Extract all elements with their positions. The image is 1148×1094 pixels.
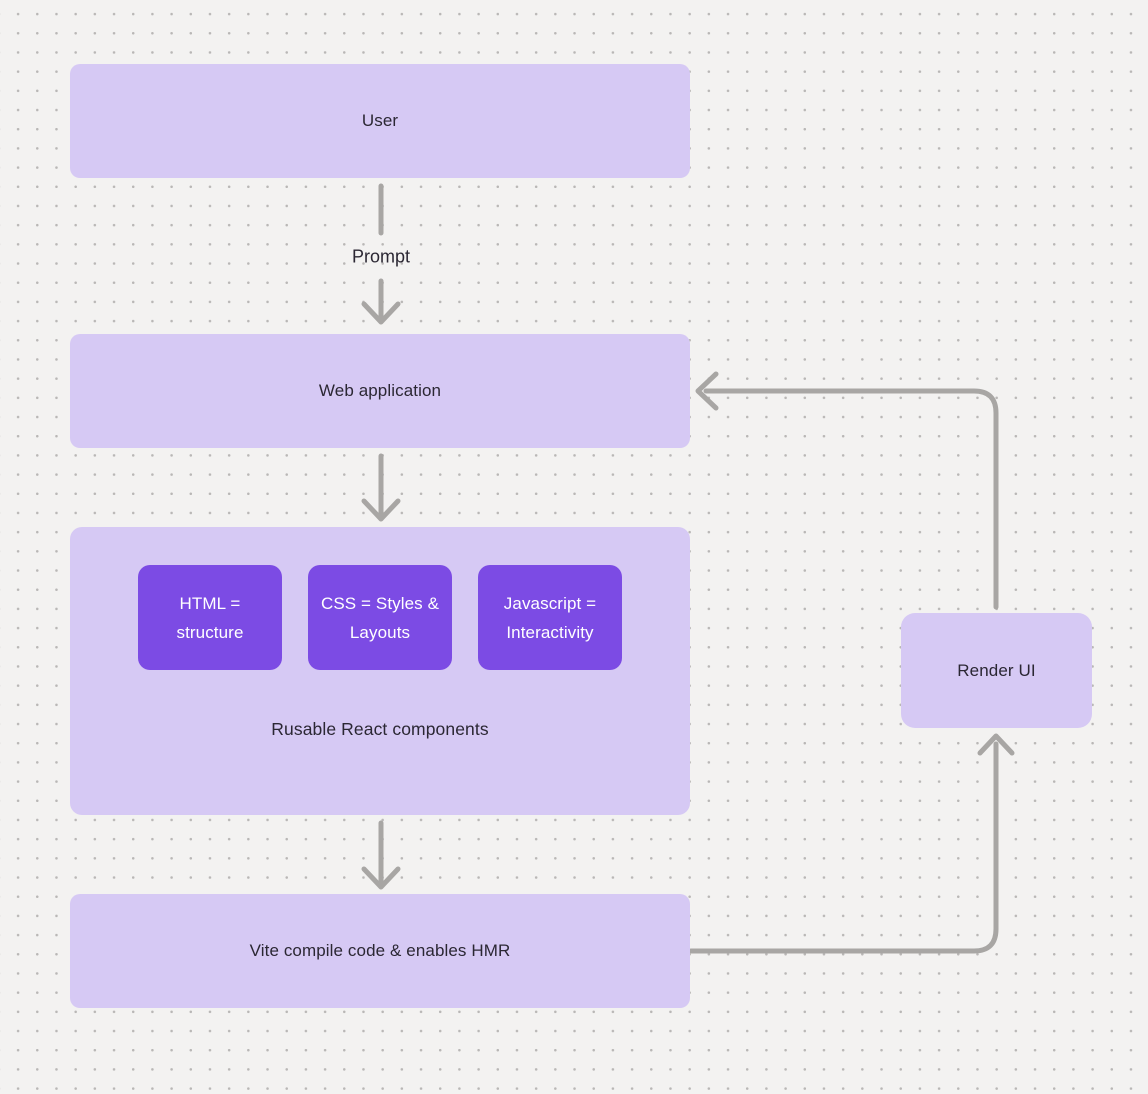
chip-js-label: Javascript = Interactivity [503, 593, 597, 642]
connector-vite-to-renderui [688, 733, 1015, 954]
node-web-application-label: Web application [318, 381, 442, 400]
components-group-caption: Rusable React components [271, 719, 489, 739]
connector-renderui-to-webapp [695, 371, 999, 610]
node-vite[interactable]: Vite compile code & enables HMR [70, 894, 690, 1008]
chip-html-label: HTML = structure [176, 593, 244, 642]
arrow-components-to-vite [361, 820, 401, 890]
node-user-label: User [361, 111, 399, 130]
node-web-application[interactable]: Web application [70, 334, 690, 448]
node-user[interactable]: User [70, 64, 690, 178]
prompt-edge-label: Prompt [351, 246, 411, 267]
node-render-ui[interactable]: Render UI [901, 613, 1092, 728]
node-vite-label: Vite compile code & enables HMR [249, 941, 511, 960]
chip-html-structure[interactable]: HTML = structure [138, 565, 282, 670]
node-components-group[interactable]: HTML = structure CSS = Styles & Layouts … [70, 527, 690, 815]
chip-css-styles[interactable]: CSS = Styles & Layouts [308, 565, 452, 670]
node-render-ui-label: Render UI [957, 660, 1036, 680]
chip-css-label: CSS = Styles & Layouts [320, 593, 440, 642]
chip-javascript-interactivity[interactable]: Javascript = Interactivity [478, 565, 622, 670]
arrow-webapp-to-components [361, 453, 401, 522]
